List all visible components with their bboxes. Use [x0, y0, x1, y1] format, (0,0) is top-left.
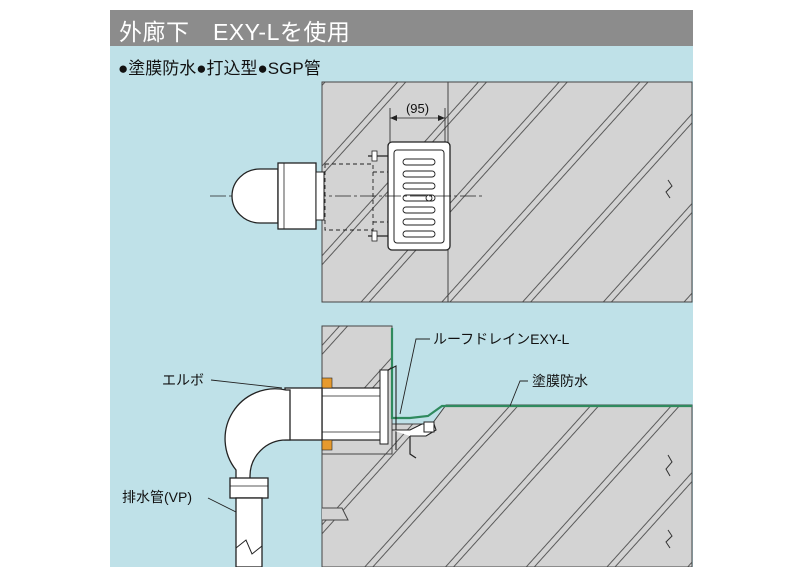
drain-grate [368, 141, 451, 251]
plan-view: (95) [210, 81, 693, 303]
drain-diagram: (95) [122, 81, 693, 567]
section-view: ルーフドレインEXY-L 塗膜防水 エルボ 排水管(VP) [122, 325, 693, 567]
coating-membrane [390, 328, 692, 420]
dimension-95: (95) [389, 101, 446, 148]
label-roof-drain: ルーフドレインEXY-L [433, 331, 570, 347]
section-elbow [224, 387, 323, 499]
drain-pipe [235, 497, 263, 567]
plan-elbow [231, 162, 325, 230]
label-coating: 塗膜防水 [532, 373, 588, 389]
label-drain-pipe: 排水管(VP) [122, 489, 192, 505]
roof-drain-body [321, 365, 437, 459]
plan-wall [321, 81, 693, 303]
diagram-panel: 外廊下 EXY-Lを使用 ●塗膜防水●打込型●SGP管 [110, 10, 693, 567]
dimension-label: (95) [406, 101, 429, 116]
subtitle: ●塗膜防水●打込型●SGP管 [118, 59, 321, 78]
header-bar: 外廊下 EXY-Lを使用 [110, 10, 693, 46]
label-elbow: エルボ [162, 372, 204, 388]
header-title: 外廊下 EXY-Lを使用 [119, 19, 351, 45]
